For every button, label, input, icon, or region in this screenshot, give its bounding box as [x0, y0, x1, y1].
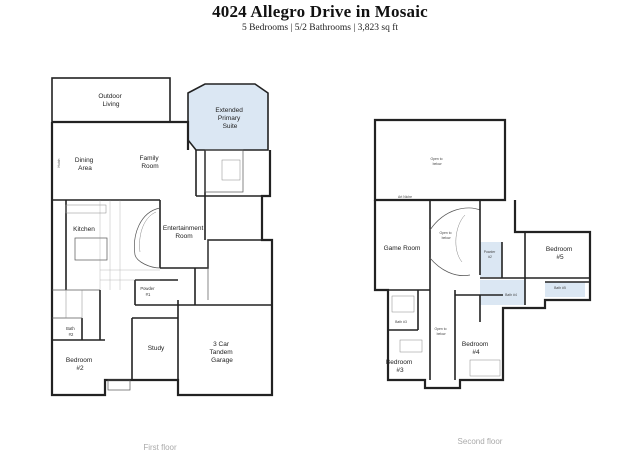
open-below-top-label: Open to below — [430, 157, 443, 166]
garage-label: 3 Car Tandem Garage — [210, 341, 235, 364]
entertainment-room-label: Entertainment Room — [163, 225, 205, 240]
bedroom-2-label: Bedroom #2 — [66, 357, 94, 372]
powder-1-label: Powder #1 — [140, 286, 155, 297]
outdoor-living-outline — [51, 77, 171, 123]
page-title: 4024 Allegro Drive in Mosaic — [212, 2, 428, 21]
powder-2-highlight — [480, 242, 502, 277]
kitchen-label: Kitchen — [73, 226, 95, 233]
bedroom-4-label: Bedroom #4 — [462, 341, 490, 356]
dining-area-label: Dining Area — [75, 157, 95, 172]
art-niche-label: Art Niche — [398, 195, 412, 199]
hutch-label: Hutch — [57, 158, 61, 167]
bath-4-highlight — [480, 280, 525, 305]
primary-suite-highlight — [187, 83, 269, 151]
game-room-label: Game Room — [384, 245, 421, 252]
first-floor-caption: First floor — [143, 443, 177, 452]
bath-4-label: Bath #4 — [505, 293, 517, 297]
second-floor-caption: Second floor — [458, 437, 503, 446]
second-floor-plan: Open to below Art Niche Game Room Open t… — [373, 118, 592, 446]
bath-5-label: Bath #5 — [554, 286, 566, 290]
study-label: Study — [148, 345, 165, 352]
second-floor-outline — [373, 118, 507, 202]
outdoor-living-label: Outdoor Living — [98, 93, 123, 108]
bedroom-5-label: Bedroom #5 — [546, 246, 574, 261]
powder-2-label: Powder #2 — [484, 250, 496, 259]
page-header: 4024 Allegro Drive in Mosaic 5 Bedrooms … — [0, 2, 640, 33]
bedroom-3-label: Bedroom #3 — [386, 359, 414, 374]
primary-suite-label: Extended Primary Suite — [215, 107, 244, 130]
open-below-mid-label: Open to below — [434, 327, 447, 336]
bath-2-label: Bath #2 — [66, 326, 76, 337]
first-floor-outline — [50, 120, 274, 397]
open-below-stair-label: Open to below — [439, 231, 452, 240]
bath-5-highlight — [545, 282, 585, 297]
family-room-label: Family Room — [140, 155, 161, 170]
page-subtitle: 5 Bedrooms | 5/2 Bathrooms | 3,823 sq ft — [241, 23, 399, 33]
first-floor-plan: Outdoor Living Extended Primary Suite Di… — [50, 77, 274, 452]
bath-3-label: Bath #3 — [395, 320, 407, 324]
